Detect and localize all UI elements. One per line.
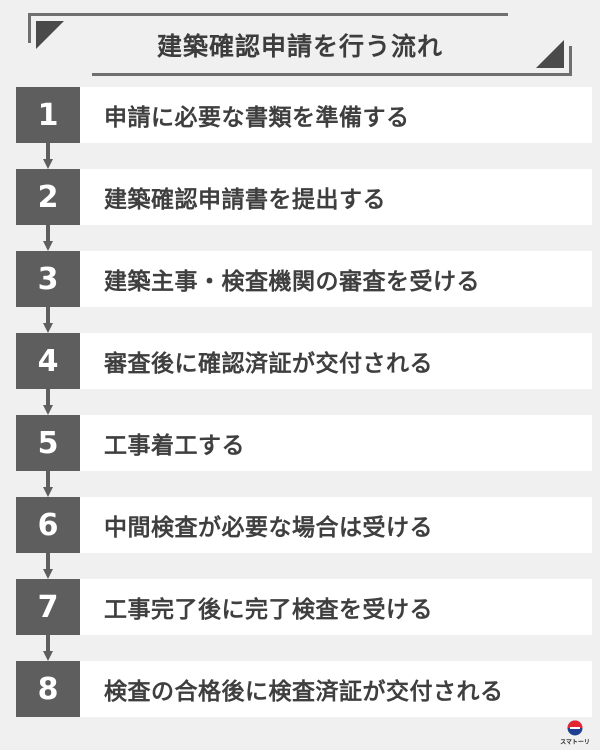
step-label: 工事着工する xyxy=(80,415,592,471)
step-label: 建築確認申請書を提出する xyxy=(80,169,592,225)
step-label: 審査後に確認済証が交付される xyxy=(80,333,592,389)
flow-step-6: 6 中間検査が必要な場合は受ける xyxy=(16,497,592,553)
flow-step-7: 7 工事完了後に完了検査を受ける xyxy=(16,579,592,635)
flow-step-3: 3 建築主事・検査機関の審査を受ける xyxy=(16,251,592,307)
flow-step-8: 8 検査の合格後に検査済証が交付される xyxy=(16,661,592,717)
logo-icon xyxy=(567,720,583,736)
step-label: 建築主事・検査機関の審査を受ける xyxy=(80,251,592,307)
down-arrow-icon xyxy=(43,143,53,170)
brand-logo: スマトーリ xyxy=(560,720,590,746)
step-number: 7 xyxy=(16,579,80,635)
down-arrow-icon xyxy=(43,471,53,498)
frame-line-left xyxy=(28,13,31,43)
down-arrow-icon xyxy=(43,225,53,252)
step-number: 5 xyxy=(16,415,80,471)
step-number: 3 xyxy=(16,251,80,307)
title-frame: 建築確認申請を行う流れ xyxy=(28,13,572,76)
step-number: 4 xyxy=(16,333,80,389)
corner-triangle-icon xyxy=(36,21,64,49)
flow-step-4: 4 審査後に確認済証が交付される xyxy=(16,333,592,389)
frame-line-right xyxy=(569,46,572,76)
down-arrow-icon xyxy=(43,307,53,334)
flow-step-1: 1 申請に必要な書類を準備する xyxy=(16,87,592,143)
logo-text: スマトーリ xyxy=(560,739,590,746)
flow-step-5: 5 工事着工する xyxy=(16,415,592,471)
down-arrow-icon xyxy=(43,389,53,416)
step-number: 8 xyxy=(16,661,80,717)
step-label: 申請に必要な書類を準備する xyxy=(80,87,592,143)
step-label: 工事完了後に完了検査を受ける xyxy=(80,579,592,635)
step-number: 6 xyxy=(16,497,80,553)
page-title: 建築確認申請を行う流れ xyxy=(156,31,443,61)
step-label: 中間検査が必要な場合は受ける xyxy=(80,497,592,553)
frame-line-bottom xyxy=(92,73,572,76)
corner-triangle-icon xyxy=(536,40,564,68)
step-number: 1 xyxy=(16,87,80,143)
down-arrow-icon xyxy=(43,635,53,662)
frame-line-top xyxy=(28,13,508,16)
step-number: 2 xyxy=(16,169,80,225)
flow-step-2: 2 建築確認申請書を提出する xyxy=(16,169,592,225)
down-arrow-icon xyxy=(43,553,53,580)
step-label: 検査の合格後に検査済証が交付される xyxy=(80,661,592,717)
